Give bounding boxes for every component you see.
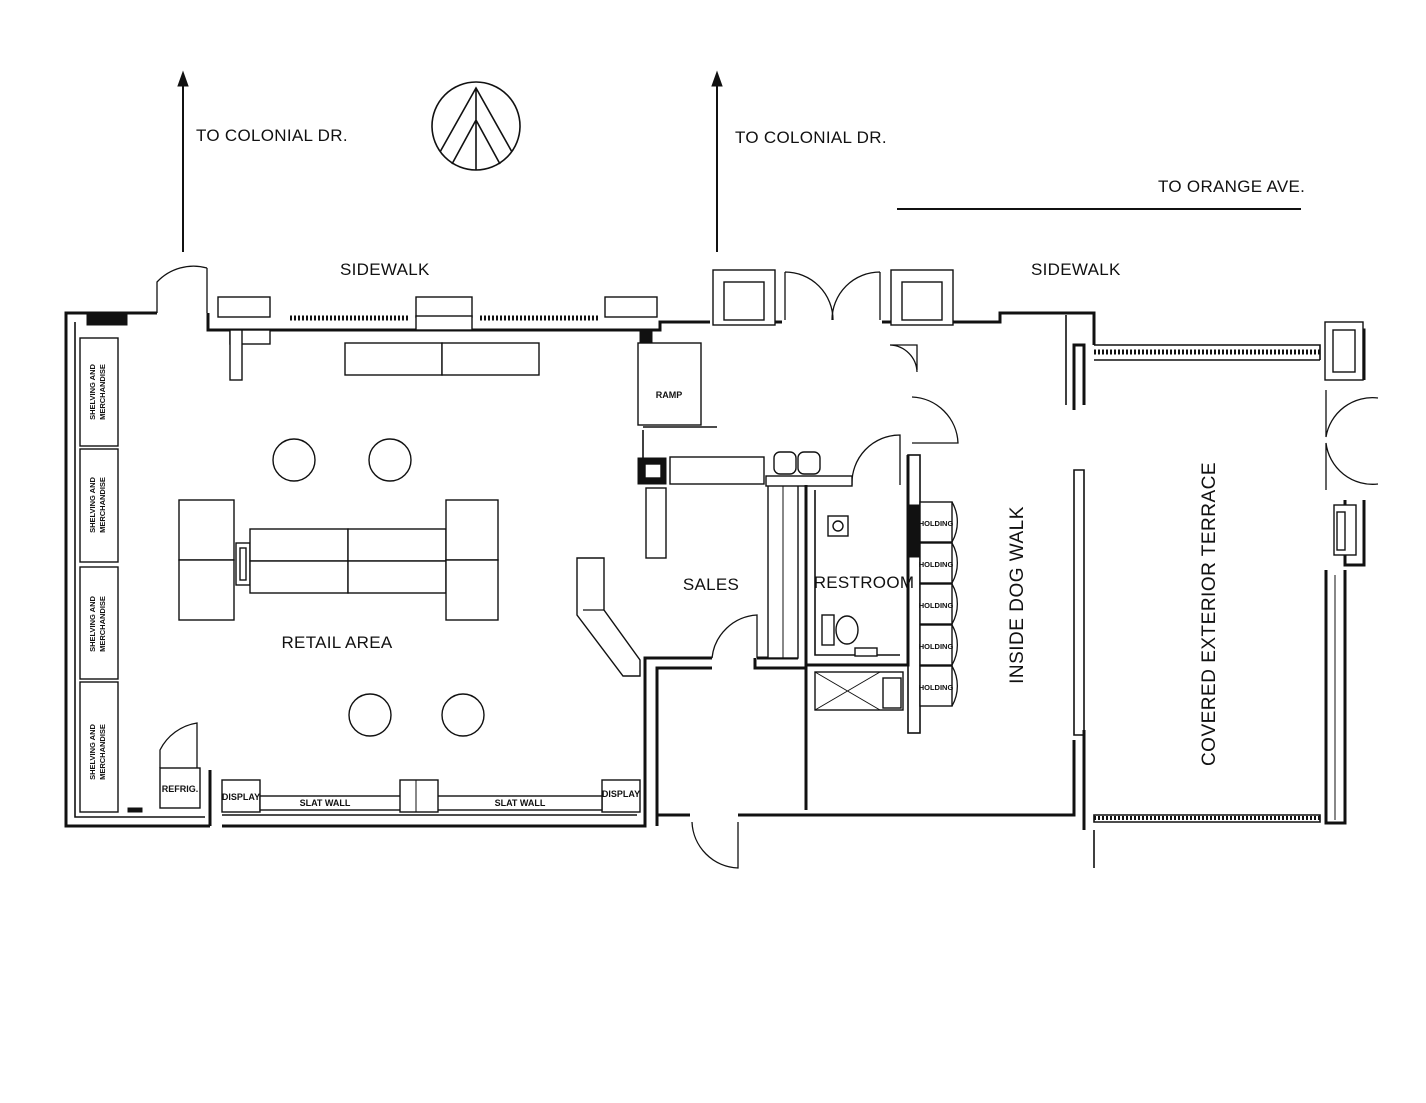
shelving-units: SHELVING AND MERCHANDISE SHELVING AND ME… (79, 337, 143, 813)
sales-label: SALES (683, 575, 739, 594)
refrig-label: REFRIG. (162, 784, 199, 794)
shelving-label-2a: SHELVING AND (88, 477, 97, 533)
holding-label-3: HOLDING (919, 601, 954, 610)
shelving-label-2b: MERCHANDISE (98, 477, 107, 533)
doors (156, 265, 1379, 869)
sales-area (576, 342, 853, 810)
restroom-label: RESTROOM (814, 573, 915, 592)
holding-label-1: HOLDING (919, 519, 954, 528)
holding-kennels (907, 454, 959, 734)
holding-label-2: HOLDING (919, 560, 954, 569)
sidewalk-label-left: SIDEWALK (340, 260, 430, 279)
sidewalk-label-right: SIDEWALK (1031, 260, 1121, 279)
shelving-label-1b: MERCHANDISE (98, 364, 107, 420)
to-colonial-label-right: TO COLONIAL DR. (735, 128, 887, 147)
ramp-label: RAMP (656, 390, 683, 400)
shelving-label-4b: MERCHANDISE (98, 724, 107, 780)
covered-terrace-label: COVERED EXTERIOR TERRACE (1199, 462, 1220, 766)
slat-wall-label-left: SLAT WALL (300, 798, 351, 808)
inside-dog-walk-label: INSIDE DOG WALK (1007, 506, 1028, 684)
display-label-left: DISPLAY (222, 792, 260, 802)
shelving-label-3b: MERCHANDISE (98, 596, 107, 652)
shelving-label-4a: SHELVING AND (88, 724, 97, 780)
shelving-label-3a: SHELVING AND (88, 596, 97, 652)
direction-arrow-left (177, 70, 189, 252)
to-orange-label: TO ORANGE AVE. (1158, 177, 1305, 196)
storefront-columns (86, 269, 1364, 820)
retail-area-label: RETAIL AREA (281, 633, 392, 652)
holding-label-4: HOLDING (919, 642, 954, 651)
shelving-label-1a: SHELVING AND (88, 364, 97, 420)
display-label-right: DISPLAY (602, 789, 640, 799)
retail-fixtures (159, 342, 641, 813)
north-arrow-icon (431, 81, 521, 171)
holding-label-5: HOLDING (919, 683, 954, 692)
direction-arrow-right (711, 70, 723, 252)
to-colonial-label-left: TO COLONIAL DR. (196, 126, 348, 145)
slat-wall-label-right: SLAT WALL (495, 798, 546, 808)
